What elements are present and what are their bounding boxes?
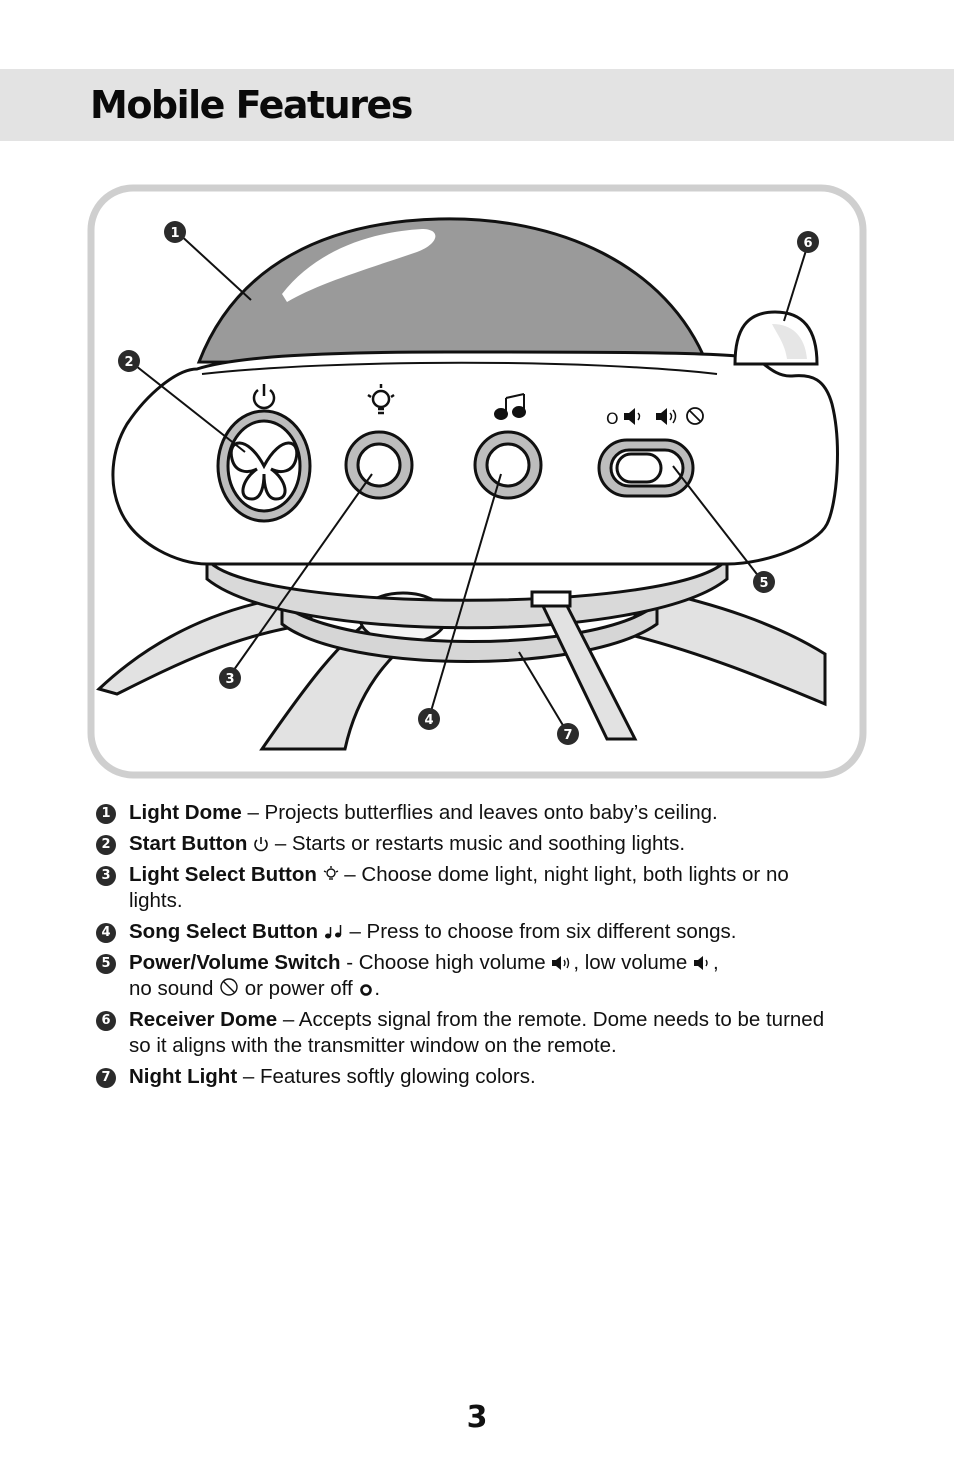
speaker-high-icon bbox=[552, 956, 570, 970]
callout-6: 6 bbox=[797, 231, 819, 253]
svg-text:7: 7 bbox=[563, 728, 572, 743]
feature-description-part: , low volume bbox=[573, 951, 688, 974]
dome-highlight bbox=[282, 229, 436, 302]
leader-lines bbox=[130, 231, 809, 733]
no-sound-icon bbox=[220, 978, 238, 996]
callout-number: 5 bbox=[96, 954, 116, 974]
rod-clip bbox=[530, 590, 572, 608]
svg-text:3: 3 bbox=[225, 672, 234, 687]
light-bulb-icon bbox=[367, 384, 395, 415]
list-item: 5 Power/Volume Switch - Choose high volu… bbox=[96, 950, 836, 1002]
svg-text:5: 5 bbox=[759, 576, 768, 591]
title-band bbox=[0, 69, 954, 141]
list-item: 7 Night Light – Features softly glowing … bbox=[96, 1064, 836, 1090]
power-icon bbox=[252, 384, 276, 410]
feature-description: – Starts or restarts music and soothing … bbox=[269, 832, 686, 855]
feature-description: – Features softly glowing colors. bbox=[237, 1065, 536, 1088]
feature-name: Night Light bbox=[129, 1065, 238, 1088]
callout-number: 7 bbox=[96, 1068, 116, 1088]
callout-number: 1 bbox=[96, 804, 116, 824]
receiver-highlight bbox=[772, 324, 807, 359]
callout-number: 2 bbox=[96, 835, 116, 855]
list-item: 3 Light Select Button – Choose dome ligh… bbox=[96, 862, 836, 914]
light-bulb-icon bbox=[323, 866, 338, 880]
light-dome bbox=[196, 217, 710, 366]
body-seam bbox=[201, 361, 718, 375]
callout-number: 4 bbox=[96, 923, 116, 943]
mobile-arm-right bbox=[624, 587, 827, 707]
speaker-high-icon bbox=[656, 408, 677, 425]
feature-description: – Press to choose from six different son… bbox=[343, 920, 737, 943]
feature-description-part: or power off bbox=[239, 977, 353, 1000]
feature-description-part: , bbox=[712, 951, 719, 974]
callout-7: 7 bbox=[557, 723, 579, 745]
feature-description-part: - Choose high volume bbox=[340, 951, 546, 974]
list-item: 2 Start Button – Starts or restarts musi… bbox=[96, 831, 836, 857]
feature-name: Power/Volume Switch bbox=[129, 951, 341, 974]
feature-description: – Accepts signal from the remote. Dome n… bbox=[129, 1008, 825, 1057]
switch-slider bbox=[615, 452, 663, 484]
feature-description: – Choose dome light, night light, both l… bbox=[129, 863, 789, 912]
volume-off-label: O bbox=[606, 409, 619, 428]
feature-description: – Projects butterflies and leaves onto b… bbox=[241, 801, 718, 824]
power-off-icon bbox=[360, 984, 373, 996]
feature-name: Start Button bbox=[129, 832, 248, 855]
callout-2: 2 bbox=[118, 350, 140, 372]
feature-description-part: . bbox=[374, 977, 381, 1000]
feature-name: Light Dome bbox=[129, 801, 242, 824]
svg-text:2: 2 bbox=[124, 355, 133, 370]
svg-text:1: 1 bbox=[170, 226, 179, 241]
music-notes-icon bbox=[324, 925, 342, 939]
page-title: Mobile Features bbox=[90, 83, 413, 127]
feature-name: Light Select Button bbox=[129, 863, 317, 886]
mobile-diagram: O 1 2 3 4 5 6 7 bbox=[87, 184, 867, 779]
speaker-low-icon bbox=[693, 956, 708, 970]
butterfly-icon bbox=[229, 441, 299, 501]
callout-1: 1 bbox=[164, 221, 186, 243]
svg-text:4: 4 bbox=[424, 713, 433, 728]
feature-name: Song Select Button bbox=[129, 920, 319, 943]
callout-3: 3 bbox=[219, 667, 241, 689]
page-number: 3 bbox=[466, 1400, 488, 1435]
list-item: 1 Light Dome – Projects butterflies and … bbox=[96, 800, 836, 826]
music-notes-icon bbox=[494, 393, 526, 420]
svg-text:6: 6 bbox=[803, 236, 812, 251]
list-item: 4 Song Select Button – Press to choose f… bbox=[96, 919, 836, 945]
base-body bbox=[205, 554, 729, 630]
list-item: 6 Receiver Dome – Accepts signal from th… bbox=[96, 1007, 836, 1059]
speaker-low-icon bbox=[624, 408, 641, 425]
feature-list: 1 Light Dome – Projects butterflies and … bbox=[96, 800, 836, 1095]
no-sound-icon bbox=[686, 407, 704, 425]
callout-number: 6 bbox=[96, 1011, 116, 1031]
feature-name: Receiver Dome bbox=[129, 1008, 278, 1031]
callout-4: 4 bbox=[418, 708, 440, 730]
callout-number: 3 bbox=[96, 866, 116, 886]
feature-description-part: no sound bbox=[129, 977, 214, 1000]
callout-5: 5 bbox=[753, 571, 775, 593]
power-icon bbox=[254, 837, 268, 852]
